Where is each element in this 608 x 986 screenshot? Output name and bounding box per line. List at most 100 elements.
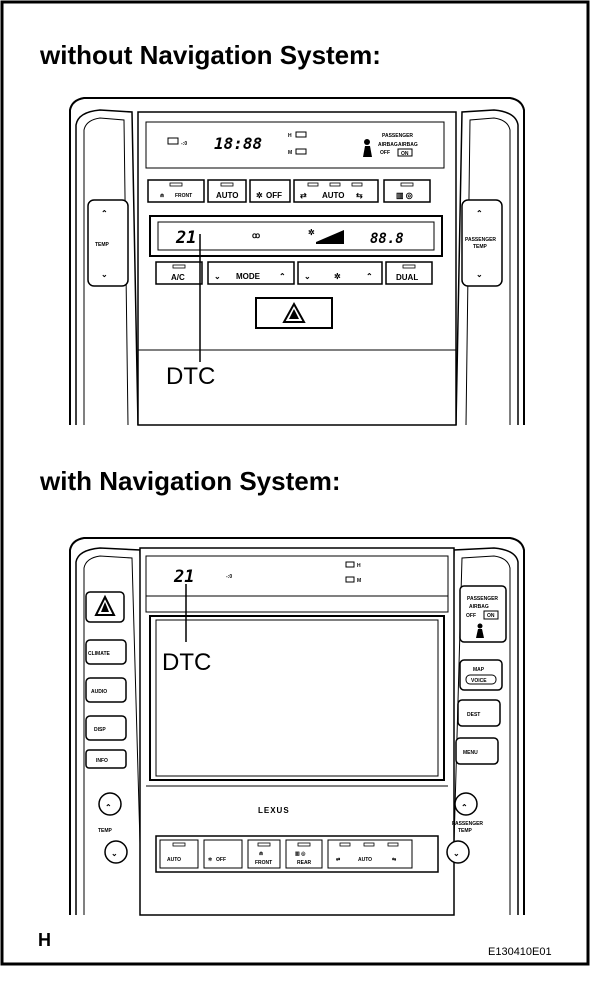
- indicator-m-b: M: [357, 578, 361, 584]
- menu-button[interactable]: MENU: [455, 737, 499, 765]
- clock-glyph-b: -:0: [226, 574, 232, 580]
- hazard-button[interactable]: [255, 297, 333, 329]
- dual-button[interactable]: DUAL: [385, 261, 433, 285]
- audio-label: AUDIO: [91, 689, 107, 695]
- fan-speed-bars: ✲: [308, 228, 344, 244]
- front-defrost-icon-b: ⋒: [259, 851, 263, 857]
- auto-left-label-b: AUTO: [167, 857, 181, 863]
- dtc-label-b: DTC: [162, 649, 211, 676]
- auto-left-button-b[interactable]: AUTO: [159, 839, 199, 869]
- chevron-up-icon: ⌃: [105, 803, 112, 812]
- svg-text:⋒: ⋒: [160, 193, 164, 199]
- passenger-temp-down-icon: ⌄: [476, 270, 483, 279]
- driver-temp-label: TEMP: [95, 242, 110, 248]
- driver-temp-up-button[interactable]: ⌃: [98, 792, 122, 816]
- disp-label: DISP: [94, 727, 106, 733]
- passenger-temp-rocker[interactable]: ⌃ PASSENGER TEMP ⌄: [461, 199, 503, 287]
- mode-down-icon: ⌄: [214, 272, 221, 281]
- airbag-on-b: ON: [487, 613, 495, 619]
- passenger-temp-label-b: TEMP: [458, 828, 473, 834]
- front-defrost-button[interactable]: ⋒ FRONT: [147, 179, 205, 203]
- fan-up-icon: ⌃: [366, 272, 373, 281]
- fan-speed-button[interactable]: ⌄ ✲ ⌃: [297, 261, 383, 285]
- driver-temp-up-icon: ⌃: [101, 209, 108, 218]
- corner-letter: H: [38, 930, 51, 950]
- rear-defrost-icon: ▥ ◎: [396, 191, 413, 200]
- audio-button[interactable]: AUDIO: [85, 677, 127, 703]
- indicator-m-lamp: [295, 148, 307, 155]
- heading-without-navigation: without Navigation System:: [40, 40, 381, 70]
- fan-down-icon: ⌄: [304, 272, 311, 281]
- driver-temp-down-button[interactable]: ⌄: [104, 840, 128, 864]
- auto-left-label: AUTO: [216, 191, 239, 200]
- seat-person-icon-b: [476, 623, 484, 638]
- passenger-temp-up-icon: ⌃: [476, 209, 483, 218]
- lcd-dtc-code: 21: [175, 228, 196, 248]
- indicator-h-label: H: [288, 133, 292, 139]
- clock-display: 18:88: [214, 134, 262, 153]
- fan-icon: ✲: [256, 191, 263, 200]
- airbag-label-b: AIRBAG: [469, 604, 489, 610]
- recirc-icon: ⇆: [356, 191, 363, 200]
- passenger-temp-title: PASSENGER: [465, 237, 496, 243]
- indicator-m-label: M: [288, 150, 292, 156]
- front-defrost-button-b[interactable]: ⋒ FRONT: [247, 839, 281, 869]
- voice-label: VOICE: [471, 678, 487, 684]
- hazard-icon: [282, 301, 306, 323]
- lexus-logo: LEXUS: [258, 806, 290, 815]
- hazard-button-b[interactable]: [85, 591, 125, 623]
- fan-off-label-b: OFF: [216, 857, 226, 863]
- fresh-air-icon-b: ⇄: [336, 856, 341, 863]
- rear-defrost-icon-b: ▥ ◎: [295, 851, 306, 857]
- fan-off-label: OFF: [266, 191, 282, 200]
- airbag-passenger-title: PASSENGER: [382, 133, 413, 139]
- chevron-down-icon-b: ⌄: [453, 849, 460, 858]
- map-label: MAP: [473, 667, 485, 673]
- ac-label: A/C: [171, 273, 185, 282]
- clock-icon: [167, 137, 179, 145]
- rear-defrost-button[interactable]: ▥ ◎: [383, 179, 431, 203]
- rear-defrost-button-b[interactable]: ▥ ◎ REAR: [285, 839, 323, 869]
- map-voice-button[interactable]: MAP VOICE: [459, 659, 503, 691]
- rear-defrost-label-b: REAR: [297, 860, 312, 866]
- top-dtc-code: 21: [173, 567, 194, 587]
- fan-off-button-b[interactable]: ✲ OFF: [203, 839, 243, 869]
- recirc-auto-button[interactable]: ⇄ AUTO ⇆: [293, 179, 379, 203]
- recirc-auto-button-b[interactable]: ⇄ AUTO ⇆: [327, 839, 413, 869]
- mode-button[interactable]: ⌄ MODE ⌃: [207, 261, 295, 285]
- fan-speed-icon: ✲: [334, 272, 341, 281]
- auto-left-button[interactable]: AUTO: [207, 179, 247, 203]
- info-button[interactable]: INFO: [85, 749, 127, 769]
- recirc-auto-label-b: AUTO: [358, 857, 372, 863]
- ac-button[interactable]: A/C: [155, 261, 203, 285]
- seat-person-icon: [363, 139, 372, 157]
- climate-button[interactable]: CLIMATE: [85, 639, 127, 665]
- dual-label: DUAL: [396, 273, 418, 282]
- airbag-label-right: AIRBAG: [398, 142, 418, 148]
- hazard-icon-b: [94, 594, 116, 616]
- disp-button[interactable]: DISP: [85, 715, 127, 741]
- lcd-temperature: 88.8: [370, 231, 404, 247]
- info-label: INFO: [96, 758, 108, 764]
- passenger-temp-up-button[interactable]: ⌃: [454, 792, 478, 816]
- indicator-h-b: H: [357, 563, 361, 569]
- svg-text:✲: ✲: [308, 228, 315, 237]
- driver-temp-rocker[interactable]: ⌃ TEMP ⌄: [87, 199, 129, 287]
- front-defrost-label: FRONT: [175, 193, 192, 199]
- passenger-temp-label: TEMP: [473, 244, 488, 250]
- dest-button[interactable]: DEST: [457, 699, 501, 727]
- passenger-temp-down-button[interactable]: ⌄: [446, 840, 470, 864]
- climate-label: CLIMATE: [88, 651, 111, 657]
- airbag-off-b: OFF: [466, 613, 476, 619]
- airbag-on-label: ON: [401, 151, 409, 157]
- dtc-label-a: DTC: [166, 363, 215, 390]
- figure-code: E130410E01: [488, 946, 552, 958]
- fan-off-button[interactable]: ✲ OFF: [249, 179, 291, 203]
- indicator-h-lamp: [295, 131, 307, 138]
- passenger-airbag-indicator: PASSENGER AIRBAG OFF ON: [459, 585, 507, 643]
- airbag-off-label: OFF: [380, 150, 390, 156]
- mode-up-icon: ⌃: [279, 272, 286, 281]
- fan-icon-b: ✲: [208, 857, 212, 863]
